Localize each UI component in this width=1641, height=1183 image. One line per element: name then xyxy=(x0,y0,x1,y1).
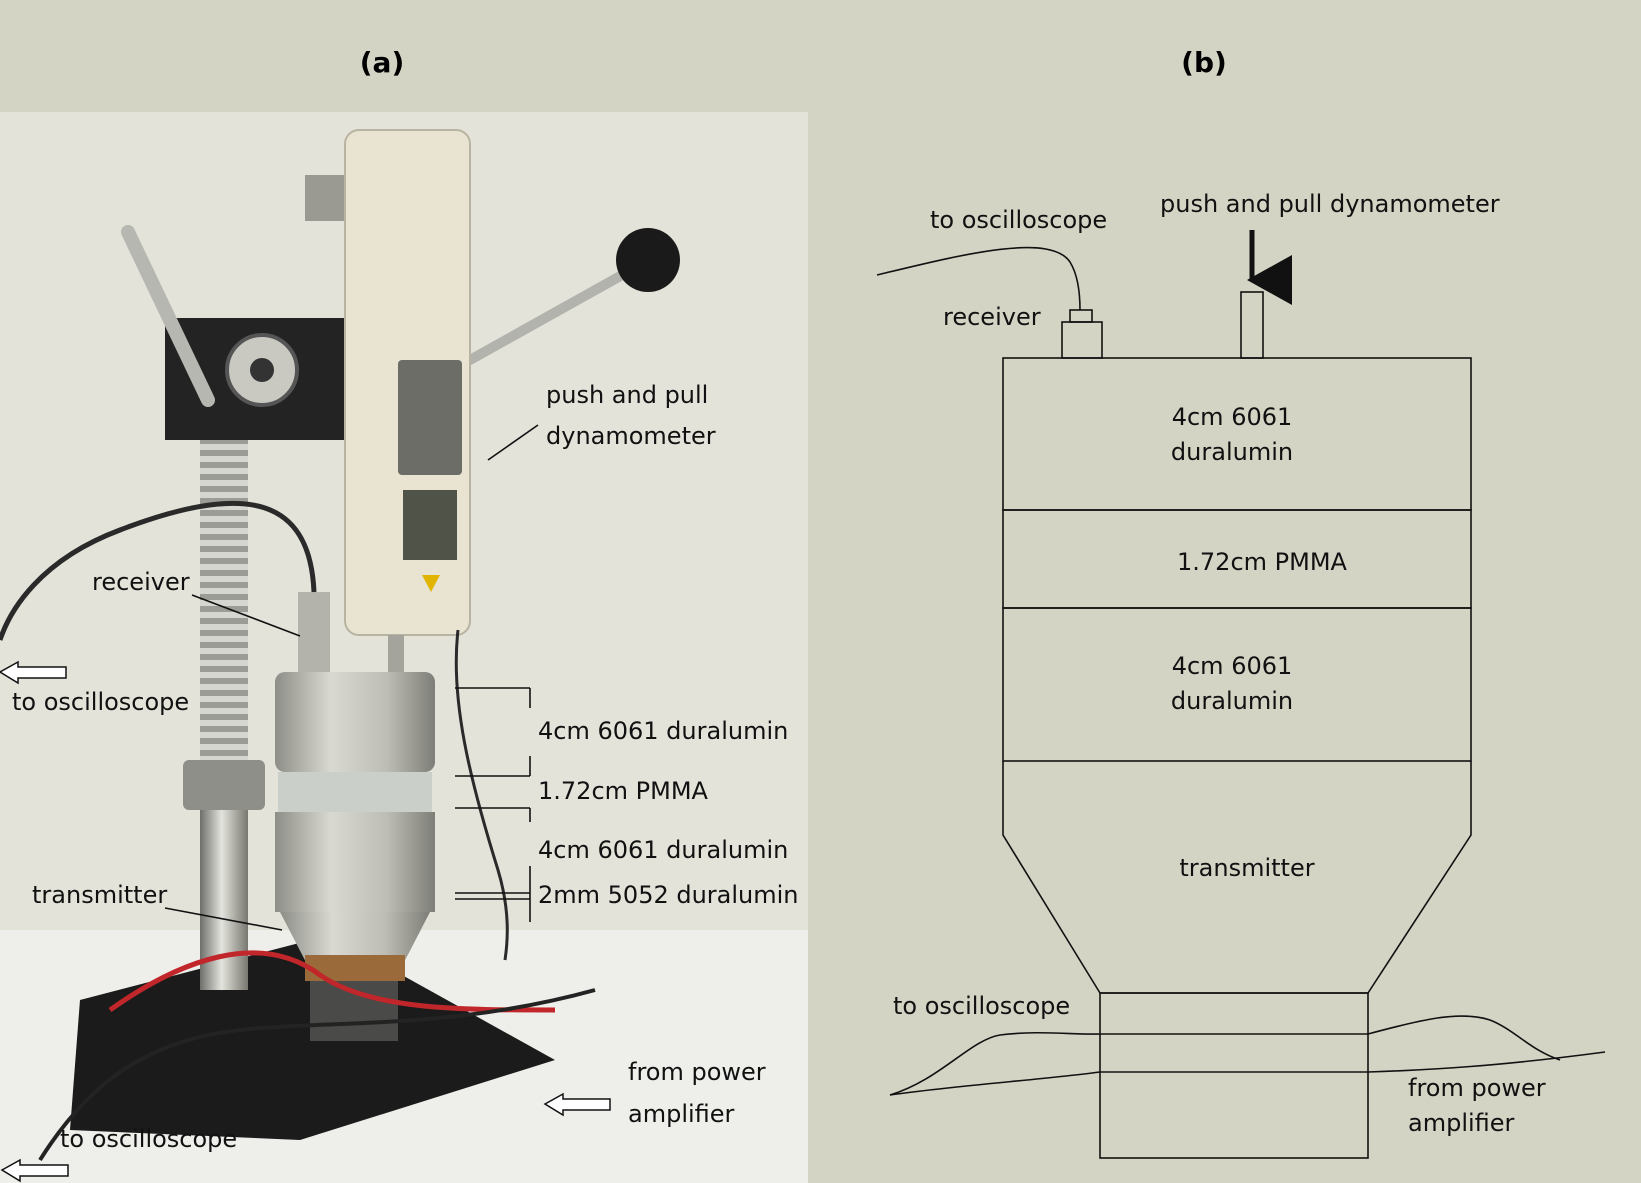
b-block-top-duralumin xyxy=(1002,357,1472,511)
label-from-power-line2: amplifier xyxy=(628,1100,735,1128)
b-wire-right-bottom xyxy=(1367,1051,1606,1073)
dynamometer-keypad xyxy=(398,360,462,475)
label-layer3: 4cm 6061 duralumin xyxy=(538,836,788,864)
b-receiver xyxy=(1061,321,1103,359)
dynamometer-display xyxy=(403,490,457,560)
b-receiver-cap xyxy=(1069,309,1093,323)
b-wire-power-left xyxy=(889,1071,1101,1096)
dynamometer-probe xyxy=(388,635,404,675)
leader-transmitter xyxy=(164,907,283,931)
stand-rod xyxy=(200,810,248,990)
b-label-block1-line1: 4cm 6061 xyxy=(1172,403,1293,431)
stand-collar xyxy=(183,760,265,810)
b-transmitter-base xyxy=(1099,992,1369,1159)
label-transmitter: transmitter xyxy=(32,881,167,909)
b-block-bottom-duralumin xyxy=(1002,607,1472,762)
b-label-from-power-line2: amplifier xyxy=(1408,1109,1515,1137)
label-from-power-line1: from power xyxy=(628,1058,766,1086)
b-label-block1-line2: duralumin xyxy=(1171,438,1293,466)
label-layer4: 2mm 5052 duralumin xyxy=(538,881,799,909)
sample-stack xyxy=(275,672,435,1041)
panel-a-label: (a) xyxy=(360,46,405,79)
panel-a: (a) xyxy=(0,46,808,1183)
label-receiver: receiver xyxy=(92,568,190,596)
b-wire-right-top xyxy=(1367,1015,1561,1061)
receiver-cable xyxy=(0,500,317,641)
b-label-block3-line1: 4cm 6061 xyxy=(1172,652,1293,680)
arrow-left-bottom xyxy=(0,1158,69,1183)
dimension-brackets xyxy=(455,687,531,922)
red-lead xyxy=(108,950,556,1013)
b-dynamometer-probe xyxy=(1240,291,1264,359)
b-wire-oscilloscope xyxy=(889,1031,1101,1096)
b-label-block2: 1.72cm PMMA xyxy=(1177,548,1348,576)
b-receiver-cable xyxy=(876,246,1081,311)
panel-a-annotations: push and pull dynamometer receiver to os… xyxy=(0,381,799,1183)
leader-push-pull xyxy=(487,424,539,461)
dynamometer-device xyxy=(305,129,471,675)
label-layer2: 1.72cm PMMA xyxy=(538,777,709,805)
lever-knob xyxy=(616,228,680,292)
sample-bottom-duralumin xyxy=(275,812,435,912)
dynamometer-cable xyxy=(454,629,509,961)
black-lead xyxy=(38,988,596,1162)
leader-receiver xyxy=(191,594,301,637)
label-push-pull-line2: dynamometer xyxy=(546,422,716,450)
receiver-connector xyxy=(298,592,330,672)
label-push-pull-line1: push and pull xyxy=(546,381,708,409)
label-to-oscilloscope-top: to oscilloscope xyxy=(12,688,189,716)
stand-spring xyxy=(200,440,248,760)
photo-illustration xyxy=(0,112,808,1183)
b-label-from-power-line1: from power xyxy=(1408,1074,1546,1102)
right-lever xyxy=(465,260,645,365)
left-lever xyxy=(121,225,215,407)
label-layer1: 4cm 6061 duralumin xyxy=(538,717,788,745)
holder-wheel-hub xyxy=(250,358,274,382)
arrow-left-top xyxy=(0,660,67,685)
warning-sticker xyxy=(422,575,440,592)
b-label-transmitter: transmitter xyxy=(1179,854,1314,882)
label-to-oscilloscope-bottom: to oscilloscope xyxy=(60,1125,237,1153)
b-label-to-oscilloscope-bottom: to oscilloscope xyxy=(893,992,1070,1020)
b-label-block3-line2: duralumin xyxy=(1171,687,1293,715)
b-label-receiver: receiver xyxy=(943,303,1041,331)
panel-b: (b) to oscilloscope push and pull dynamo… xyxy=(876,46,1606,1159)
b-label-to-oscilloscope-top: to oscilloscope xyxy=(930,206,1107,234)
sample-pmma xyxy=(278,772,432,812)
panel-b-label: (b) xyxy=(1181,46,1227,79)
sample-top-duralumin xyxy=(275,672,435,772)
arrow-left-power xyxy=(543,1092,611,1117)
b-label-push-pull: push and pull dynamometer xyxy=(1160,190,1500,218)
